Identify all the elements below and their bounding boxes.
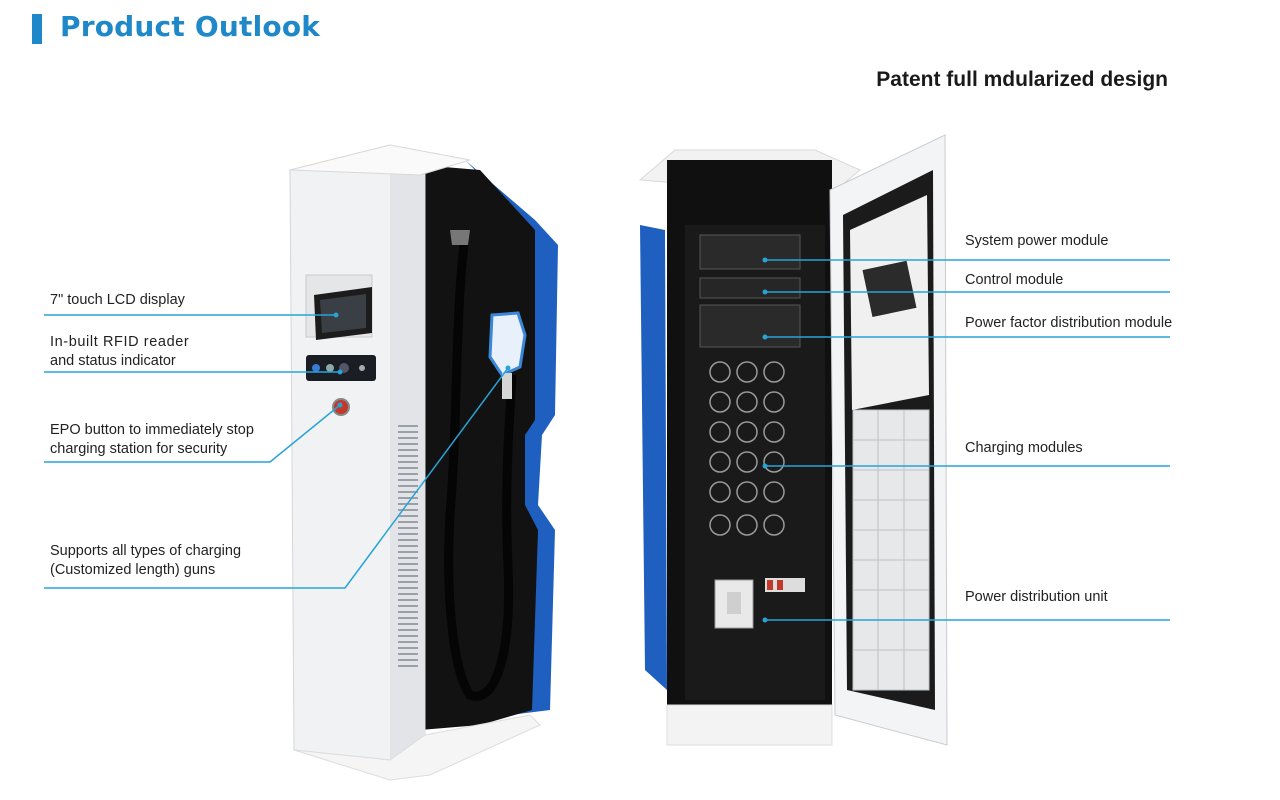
callout-power-factor-module: Power factor distribution module — [965, 315, 1173, 331]
charging-gun — [488, 311, 527, 377]
callout-charging-guns: Supports all types of charging (Customiz… — [50, 543, 242, 578]
callout-rfid-reader: In-built RFID reader and status indicato… — [50, 334, 190, 369]
callout-epo-button: EPO button to immediately stop charging … — [50, 422, 254, 457]
charging-cable — [444, 234, 517, 701]
control-board — [862, 260, 917, 318]
charger-open-cabinet-view — [638, 134, 948, 746]
callout-charging-modules: Charging modules — [965, 440, 1083, 456]
callout-system-power-module: System power module — [965, 233, 1109, 249]
control-module — [699, 277, 801, 299]
page-title: Product Outlook — [60, 10, 321, 43]
callout-lcd-display: 7" touch LCD display — [50, 292, 185, 308]
leader-line-gun — [44, 367, 509, 589]
callout-control-module: Control module — [965, 272, 1064, 288]
charging-module-stack — [709, 361, 785, 536]
system-power-module — [699, 234, 801, 270]
door-filter-grid — [852, 409, 930, 691]
leader-line-epo — [44, 404, 341, 463]
title-accent-bar — [32, 14, 42, 44]
callout-power-distribution-unit: Power distribution unit — [965, 589, 1108, 605]
pfd-module — [699, 304, 801, 348]
charger-front-view — [289, 144, 558, 781]
subtitle: Patent full mdularized design — [876, 68, 1168, 91]
side-vents — [398, 425, 418, 667]
